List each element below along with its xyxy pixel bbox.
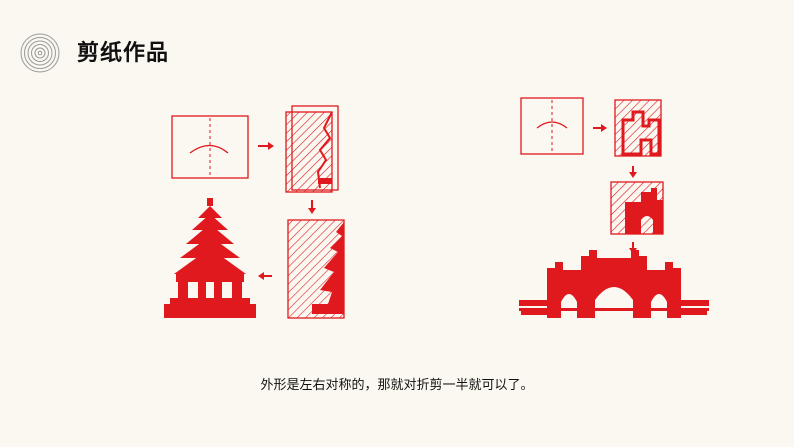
page-title: 剪纸作品 [77,41,170,66]
arrow-left-icon [258,272,272,280]
concentric-circles-logo-icon [20,33,60,73]
archway-papercut [519,250,709,318]
arrow-right-icon [258,142,274,150]
pagoda-papercut [164,198,256,318]
folded-paper-hatched [614,99,662,157]
arrow-down-icon [308,200,316,214]
unfolded-paper [171,115,249,179]
archway-papercut-steps [519,97,709,318]
folded-paper-hatched [285,105,339,193]
slide-caption: 外形是左右对称的，那就对折剪一半就可以了。 [260,378,534,393]
arrow-down-icon [629,166,637,178]
unfolded-paper [520,97,584,155]
pagoda-papercut-steps [164,105,345,319]
half-pagoda-cut [287,219,345,319]
half-archway-cut [610,181,664,235]
arrow-right-icon [593,124,607,132]
